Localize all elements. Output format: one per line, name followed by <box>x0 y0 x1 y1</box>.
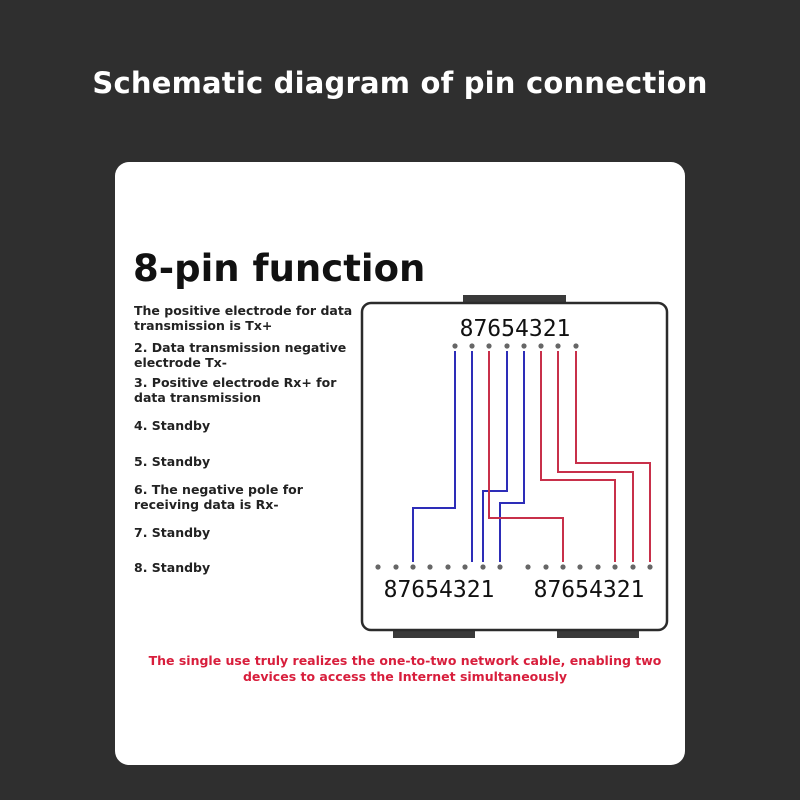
blue-wires <box>412 351 525 562</box>
function-item-1: The positive electrode for data transmis… <box>134 303 353 333</box>
splitter-housing <box>360 301 669 632</box>
bottom-right-pin-dots <box>525 564 653 570</box>
function-item-3: 3. Positive electrode Rx+ for data trans… <box>134 375 337 405</box>
red-wires <box>488 351 651 562</box>
wire-red-top6-to-right6 <box>488 351 564 562</box>
top-connector-tab <box>463 295 566 304</box>
bottom-left-pin-labels: 87654321 <box>384 577 495 603</box>
card-title: 8-pin function <box>133 247 426 290</box>
bottom-left-pin-dots <box>375 564 503 570</box>
bottom-right-connector-tab <box>557 629 639 638</box>
wire-blue-top8-to-left6 <box>412 351 456 562</box>
top-pin-labels: 87654321 <box>460 316 571 342</box>
wire-blue-top5-to-left2 <box>482 351 508 562</box>
bottom-right-pin-labels: 87654321 <box>534 577 645 603</box>
bottom-left-connector-tab <box>393 629 475 638</box>
page-title: Schematic diagram of pin connection <box>92 66 708 100</box>
function-item-5: 5. Standby <box>134 454 211 469</box>
function-item-8: 8. Standby <box>134 560 211 575</box>
wire-red-top1-to-right1 <box>575 351 651 562</box>
wire-blue-top4-to-left1 <box>499 351 525 562</box>
function-item-2: 2. Data transmission negative electrode … <box>134 340 347 370</box>
function-item-6: 6. The negative pole for receiving data … <box>134 482 303 512</box>
function-item-4: 4. Standby <box>134 418 211 433</box>
top-pin-dots <box>452 343 579 349</box>
wire-red-top3-to-right3 <box>540 351 616 562</box>
wire-red-top2-to-right2 <box>557 351 634 562</box>
function-item-7: 7. Standby <box>134 525 211 540</box>
footer-note: The single use truly realizes the one-to… <box>148 653 662 684</box>
